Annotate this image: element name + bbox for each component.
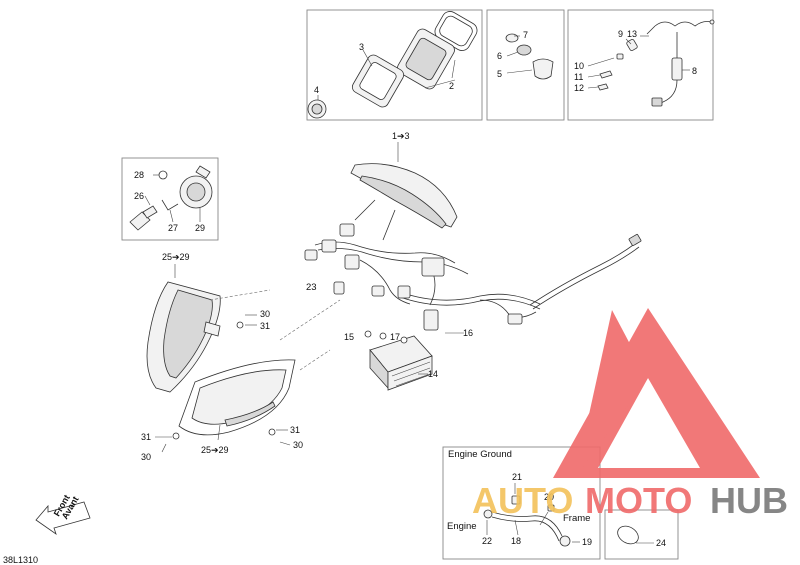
engine-label: Engine bbox=[447, 521, 477, 532]
callout-8: 8 bbox=[692, 66, 697, 76]
sensor-parts bbox=[587, 19, 715, 107]
callout-16: 16 bbox=[463, 328, 473, 338]
callout-25-to-29-top: 25➔29 bbox=[162, 252, 190, 262]
inset-box-engine-ground bbox=[442, 446, 601, 560]
instrument-cluster-assembly bbox=[350, 163, 458, 241]
callout-14: 14 bbox=[428, 369, 438, 379]
wiring-harness bbox=[304, 223, 642, 334]
callout-6: 6 bbox=[497, 51, 502, 61]
callout-15: 15 bbox=[344, 332, 354, 342]
headlamp-assembly bbox=[146, 281, 341, 453]
callout-28: 28 bbox=[134, 170, 144, 180]
callout-31-upper: 31 bbox=[260, 321, 270, 331]
callout-30-right: 30 bbox=[293, 440, 303, 450]
callout-1-to-3: 1➔3 bbox=[392, 131, 410, 141]
callout-18: 18 bbox=[511, 536, 521, 546]
watermark-text-hub: HUB bbox=[710, 480, 788, 521]
callout-19: 19 bbox=[582, 537, 592, 547]
callout-17: 17 bbox=[390, 332, 400, 342]
inset-box-part-24 bbox=[604, 509, 679, 560]
callout-4: 4 bbox=[314, 85, 319, 95]
instrument-cluster-parts bbox=[307, 11, 478, 119]
inset-box-headlamp-bulbs bbox=[121, 157, 219, 241]
callout-22: 22 bbox=[482, 536, 492, 546]
engine-ground-title: Engine Ground bbox=[448, 449, 512, 460]
headlamp-bulb-parts bbox=[129, 165, 213, 231]
callout-24: 24 bbox=[656, 538, 666, 548]
callout-2: 2 bbox=[449, 81, 454, 91]
callout-7: 7 bbox=[523, 30, 528, 40]
callout-27: 27 bbox=[168, 223, 178, 233]
callout-25-to-29-bottom: 25➔29 bbox=[201, 445, 229, 455]
callout-31-right: 31 bbox=[290, 425, 300, 435]
inset-box-switch bbox=[486, 9, 565, 121]
watermark-text-auto: AUTO bbox=[472, 480, 573, 521]
callout-31-left: 31 bbox=[141, 432, 151, 442]
ground-cable-parts bbox=[483, 483, 654, 547]
callout-9: 9 bbox=[618, 29, 623, 39]
voltage-regulator bbox=[364, 330, 433, 391]
callout-10: 10 bbox=[574, 61, 584, 71]
callout-26: 26 bbox=[134, 191, 144, 201]
callout-5: 5 bbox=[497, 69, 502, 79]
callout-30-upper: 30 bbox=[260, 309, 270, 319]
figure-code: 38L1310 bbox=[3, 555, 38, 565]
switch-parts bbox=[505, 33, 554, 80]
frame-label: Frame bbox=[563, 513, 590, 524]
watermark-text-moto: MOTO bbox=[585, 480, 692, 521]
inset-box-instrument-cluster bbox=[306, 9, 483, 121]
callout-11: 11 bbox=[574, 72, 583, 82]
callout-3: 3 bbox=[359, 42, 364, 52]
callout-20: 20 bbox=[544, 492, 554, 502]
automotohub-watermark: AUTO MOTO HUB bbox=[472, 308, 788, 521]
callout-23: 23 bbox=[306, 282, 317, 293]
callout-29: 29 bbox=[195, 223, 205, 233]
inset-box-sensor bbox=[567, 9, 714, 121]
callout-13: 13 bbox=[627, 29, 637, 39]
callout-12: 12 bbox=[574, 83, 584, 93]
callout-30-left: 30 bbox=[141, 452, 151, 462]
front-direction-arrow: Front Avant bbox=[35, 493, 91, 536]
callout-21: 21 bbox=[512, 472, 522, 482]
